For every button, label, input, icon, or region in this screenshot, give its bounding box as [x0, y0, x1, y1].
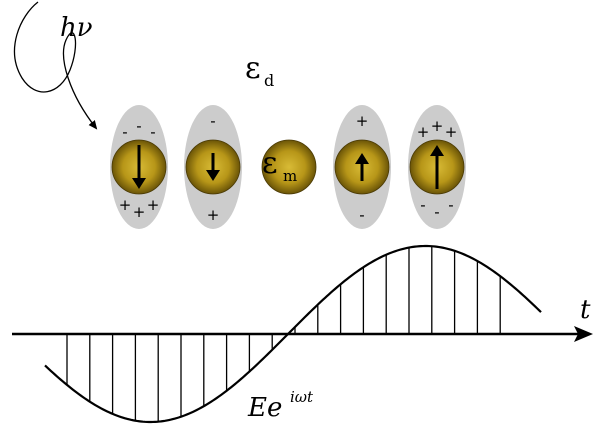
dipole-arrow-head [206, 170, 220, 181]
positive-charge: + [356, 112, 369, 130]
positive-charge: + [207, 206, 220, 224]
dipole-arrow-head [132, 178, 146, 189]
positive-charge: + [445, 123, 458, 141]
field-base: Ee [247, 393, 282, 423]
nanoparticle: ---+++ [110, 105, 168, 229]
nanoparticle-row: ---+++-++-+++--- [110, 105, 466, 229]
time-axis-label: t [580, 295, 591, 325]
medium-symbol: ε [245, 51, 261, 86]
negative-charge: - [150, 123, 155, 141]
positive-charge: + [133, 203, 146, 221]
metal-subscript: m [283, 167, 297, 185]
nanoparticle: +- [333, 105, 391, 229]
negative-charge: - [434, 203, 439, 221]
field-wave [44, 244, 542, 424]
field-expression: Ee iωt [247, 388, 314, 423]
negative-charge: - [448, 196, 453, 214]
negative-charge: - [122, 123, 127, 141]
negative-charge: - [359, 206, 364, 224]
negative-charge: - [136, 117, 141, 135]
nanoparticle: -+ [184, 105, 242, 229]
metal-label: ε m [262, 146, 297, 185]
dipole-arrow-head [355, 153, 369, 164]
positive-charge: + [119, 196, 132, 214]
medium-subscript: d [264, 71, 274, 90]
medium-label: ε d [245, 51, 274, 90]
positive-charge: + [431, 117, 444, 135]
nanoparticle [261, 139, 317, 195]
photon-label: hν [60, 13, 93, 43]
negative-charge: - [210, 112, 215, 130]
dipole-arrow-head [430, 145, 444, 156]
photon-wave [13, 1, 98, 130]
metal-sphere [261, 139, 317, 195]
field-wave-curve [44, 244, 542, 424]
negative-charge: - [420, 196, 425, 214]
nanoparticle: +++--- [408, 105, 466, 229]
metal-symbol: ε [262, 146, 278, 181]
time-axis-arrowhead [574, 326, 593, 342]
field-exponent: iωt [290, 388, 314, 406]
positive-charge: + [147, 196, 160, 214]
positive-charge: + [417, 123, 430, 141]
